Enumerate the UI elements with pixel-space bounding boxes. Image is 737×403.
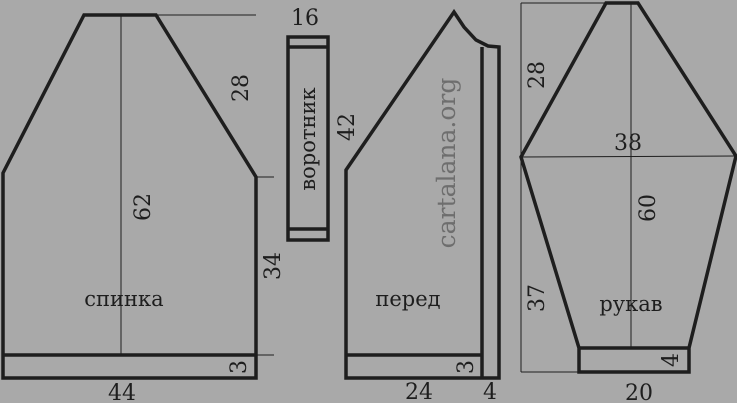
sleeve-outline <box>519 1 737 374</box>
front-width-label: 24 <box>405 380 433 403</box>
front-name-label: перед <box>375 287 440 311</box>
sleeve-cuff-width-label: 20 <box>625 381 653 403</box>
sleeve-piece: 28 38 60 37 рукав 4 20 <box>519 1 737 403</box>
sleeve-width-line <box>520 155 737 158</box>
front-piece: 42 перед 3 24 4 <box>335 8 501 403</box>
back-hem-label: 3 <box>227 360 252 374</box>
front-placket-label: 4 <box>483 380 497 403</box>
collar-name-label: воротник <box>296 87 320 190</box>
back-name-label: спинка <box>84 287 163 311</box>
back-side-label: 34 <box>261 252 286 280</box>
back-outline <box>1 13 258 380</box>
collar-piece: 16 воротник <box>286 6 330 242</box>
collar-size-label: 16 <box>291 6 319 31</box>
back-width-label: 44 <box>108 381 136 403</box>
sleeve-name-label: рукав <box>599 292 662 316</box>
site-watermark: cartalana.org <box>432 78 461 249</box>
sleeve-length-label: 60 <box>636 194 661 222</box>
sleeve-lower-label: 37 <box>525 284 550 312</box>
front-hem-label: 3 <box>454 360 479 374</box>
sleeve-top-label: 28 <box>525 61 550 89</box>
back-raglan-label: 28 <box>229 74 254 102</box>
back-piece: 62 28 34 3 44 спинка <box>1 13 286 403</box>
sleeve-cuff-label: 4 <box>659 353 684 367</box>
back-height-label: 62 <box>131 193 156 221</box>
sleeve-width-label: 38 <box>614 131 642 156</box>
front-raglan-label: 42 <box>335 113 360 141</box>
front-outline <box>344 8 501 380</box>
collar-outline <box>286 35 330 242</box>
